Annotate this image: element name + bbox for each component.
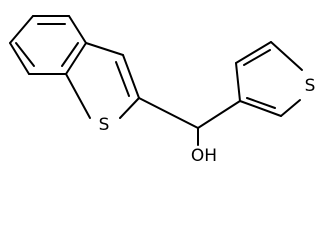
bond bbox=[15, 42, 35, 67]
bond bbox=[197, 100, 241, 129]
structure-canvas: S S OH bbox=[9, 15, 316, 166]
bond bbox=[61, 42, 79, 67]
bond-lines bbox=[9, 15, 303, 146]
bond bbox=[115, 61, 130, 97]
molecule-structure: S S OH bbox=[9, 15, 316, 166]
bond bbox=[235, 62, 241, 102]
atom-labels: S S OH bbox=[99, 76, 316, 166]
bond bbox=[280, 99, 301, 117]
hydroxyl-group-label: OH bbox=[191, 146, 217, 166]
bond bbox=[9, 15, 34, 44]
sulfur-atom-thiophene: S bbox=[305, 76, 316, 96]
bond bbox=[9, 42, 30, 75]
bond bbox=[270, 41, 303, 71]
bond bbox=[68, 15, 87, 44]
bond bbox=[138, 97, 199, 129]
bond bbox=[119, 97, 140, 119]
bond bbox=[85, 42, 124, 56]
bond bbox=[246, 97, 276, 109]
bond bbox=[122, 54, 140, 99]
bond bbox=[65, 42, 87, 75]
bond bbox=[65, 73, 91, 119]
bond bbox=[239, 100, 282, 117]
sulfur-atom-benzothiophene: S bbox=[99, 115, 110, 135]
bond bbox=[235, 41, 272, 64]
bond bbox=[243, 49, 271, 66]
